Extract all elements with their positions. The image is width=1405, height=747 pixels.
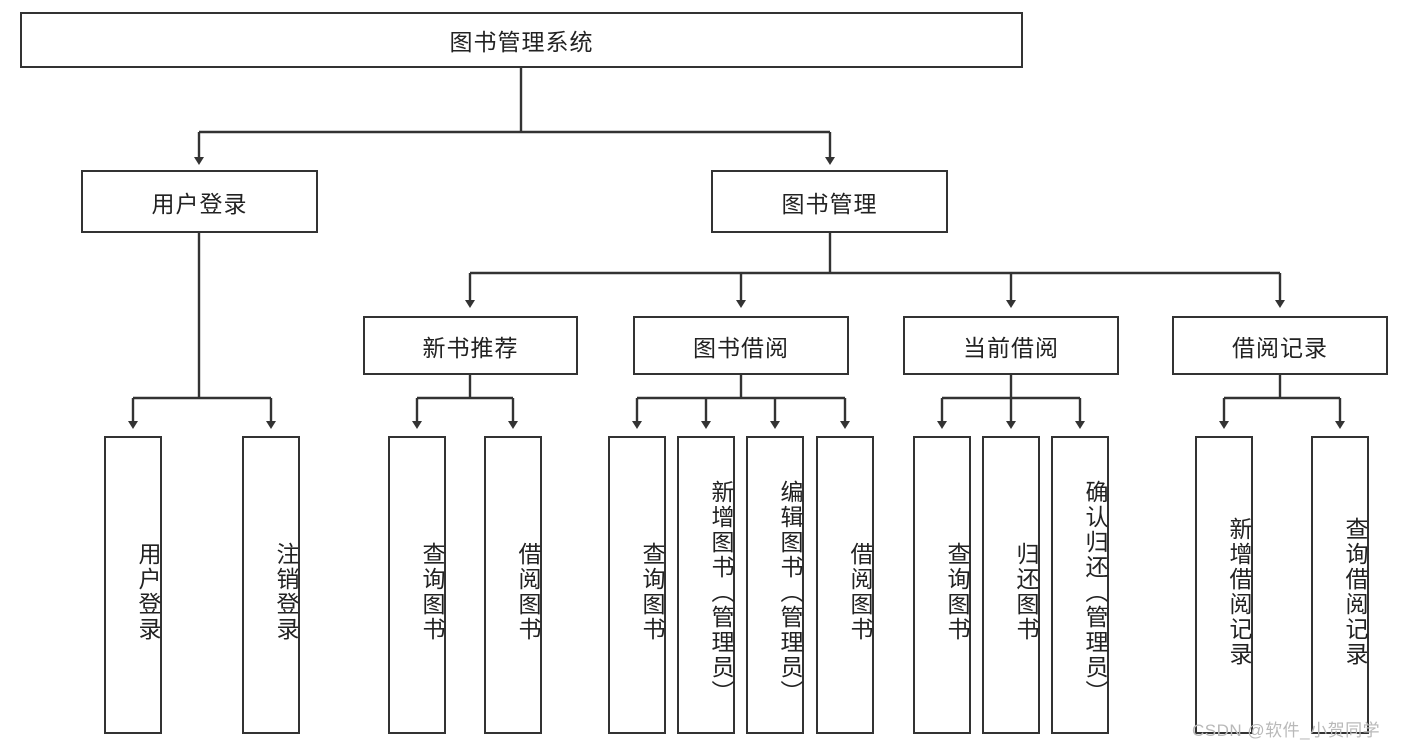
node-borrow-record-label: 借阅记录	[1232, 334, 1328, 361]
leaf-label: 新增借阅记录	[1226, 517, 1252, 667]
node-user-login[interactable]: 用户登录	[81, 170, 318, 233]
leaf-borrow-edit-book[interactable]: 编辑图书（管理员）	[746, 436, 804, 734]
leaf-label: 查询图书	[419, 542, 445, 642]
node-root[interactable]: 图书管理系统	[20, 12, 1023, 68]
leaf-borrow-query-book[interactable]: 查询图书	[608, 436, 666, 734]
leaf-record-add-record[interactable]: 新增借阅记录	[1195, 436, 1253, 734]
leaf-recommend-borrow-book[interactable]: 借阅图书	[484, 436, 542, 734]
leaf-borrow-add-book[interactable]: 新增图书（管理员）	[677, 436, 735, 734]
node-current-borrow[interactable]: 当前借阅	[903, 316, 1119, 375]
leaf-label: 用户登录	[135, 542, 161, 642]
leaf-recommend-query-book[interactable]: 查询图书	[388, 436, 446, 734]
node-user-login-label: 用户登录	[151, 190, 248, 217]
node-book-borrow[interactable]: 图书借阅	[633, 316, 849, 375]
leaf-user-login-logout[interactable]: 注销登录	[242, 436, 300, 734]
node-book-management-label: 图书管理	[781, 190, 878, 217]
leaf-label: 查询图书	[944, 542, 970, 642]
node-new-book-recommend[interactable]: 新书推荐	[363, 316, 578, 375]
node-book-management[interactable]: 图书管理	[711, 170, 948, 233]
leaf-current-confirm-return[interactable]: 确认归还（管理员）	[1051, 436, 1109, 734]
leaf-label: 编辑图书（管理员）	[777, 479, 803, 705]
leaf-borrow-borrow-book[interactable]: 借阅图书	[816, 436, 874, 734]
watermark-text: CSDN @软件_小贺同学	[1192, 721, 1381, 740]
leaf-label: 查询借阅记录	[1342, 517, 1368, 667]
leaf-current-return-book[interactable]: 归还图书	[982, 436, 1040, 734]
node-new-book-recommend-label: 新书推荐	[422, 334, 519, 361]
leaf-label: 注销登录	[273, 542, 299, 642]
leaf-label: 确认归还（管理员）	[1082, 479, 1108, 705]
leaf-user-login-login[interactable]: 用户登录	[104, 436, 162, 734]
node-root-label: 图书管理系统	[449, 29, 594, 55]
leaf-label: 新增图书（管理员）	[708, 479, 734, 705]
node-book-borrow-label: 图书借阅	[693, 334, 789, 361]
node-borrow-record[interactable]: 借阅记录	[1172, 316, 1388, 375]
leaf-label: 归还图书	[1013, 542, 1039, 642]
leaf-label: 查询图书	[639, 542, 665, 642]
leaf-record-query-record[interactable]: 查询借阅记录	[1311, 436, 1369, 734]
leaf-current-query-book[interactable]: 查询图书	[913, 436, 971, 734]
node-current-borrow-label: 当前借阅	[963, 334, 1059, 361]
leaf-label: 借阅图书	[847, 542, 873, 642]
leaf-label: 借阅图书	[515, 542, 541, 642]
